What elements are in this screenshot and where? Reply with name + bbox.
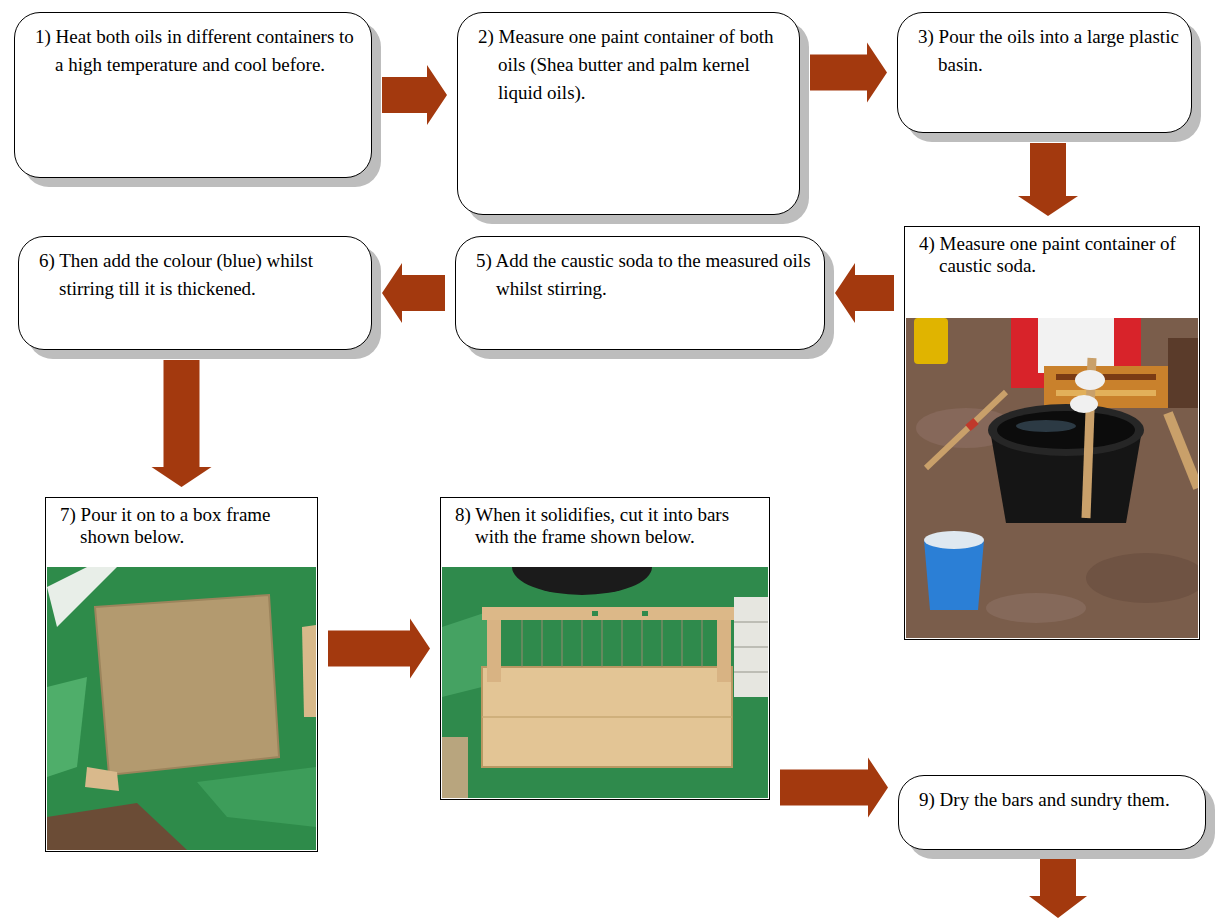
stirring-stick [1075, 370, 1105, 390]
loose-sticks [1168, 413, 1198, 488]
ground [986, 593, 1086, 623]
bucket [924, 531, 984, 610]
step-text: 2) Measure one paint container of both o… [458, 13, 799, 115]
step-text: 5) Add the caustic soda to the measured … [456, 237, 824, 311]
cutter-frame [482, 607, 737, 767]
soap-bars [734, 597, 768, 697]
step-text: 6) Then add the colour (blue) whilst sti… [19, 237, 371, 311]
process-box: 6) Then add the colour (blue) whilst sti… [18, 236, 372, 350]
loose-sticks [968, 421, 976, 428]
bar-cutter-photo [442, 567, 768, 798]
flow-arrow [382, 65, 447, 125]
step-text: 8) When it solidifies, cut it into bars … [441, 498, 769, 552]
plastic-sheet [47, 677, 87, 777]
basin [1016, 420, 1076, 432]
flow-arrow [835, 263, 894, 323]
wood-frame [85, 625, 316, 791]
cutter-frame [642, 611, 648, 616]
bucket [924, 540, 984, 610]
soap-bars [442, 737, 468, 798]
loose-sticks [926, 392, 1198, 488]
cutter-frame [522, 620, 702, 667]
step-panel: 7) Pour it on to a box frame shown below… [45, 497, 318, 852]
bucket [512, 567, 652, 595]
soap-mixing-photo [906, 318, 1198, 638]
flow-arrow [1018, 143, 1078, 216]
flow-arrow [780, 758, 888, 818]
flow-arrow [810, 43, 887, 103]
stirring-stick [1070, 395, 1098, 413]
step-text: 7) Pour it on to a box frame shown below… [46, 498, 317, 552]
loose-sticks [926, 392, 1006, 468]
flow-arrow [152, 360, 212, 487]
plastic-sheet [197, 767, 316, 827]
process-box: 9) Dry the bars and sundry them. [898, 775, 1206, 850]
process-box: 3) Pour the oils into a large plastic ba… [897, 12, 1192, 133]
flow-arrow [328, 619, 430, 679]
flow-arrow [382, 263, 445, 323]
person [1056, 374, 1156, 380]
jerrycan [914, 318, 948, 364]
soap-slab [95, 595, 279, 775]
soap-slab-photo [47, 567, 316, 850]
step-text: 3) Pour the oils into a large plastic ba… [898, 13, 1191, 87]
basin [988, 404, 1144, 523]
process-box: 5) Add the caustic soda to the measured … [455, 236, 825, 350]
person [1038, 318, 1114, 373]
person [1056, 390, 1156, 396]
soap-bars [734, 622, 768, 672]
person [1044, 366, 1168, 408]
continuation-arrow [1029, 858, 1087, 918]
jerrycan [914, 318, 948, 364]
process-box: 2) Measure one paint container of both o… [457, 12, 800, 215]
plastic-sheet [47, 567, 316, 850]
basin [997, 411, 1135, 449]
cutter-frame [592, 611, 598, 616]
person [1011, 318, 1198, 408]
ground [1086, 553, 1198, 603]
wood-frame [85, 767, 119, 791]
bucket [512, 567, 652, 595]
step-panel: 4) Measure one paint container of causti… [904, 226, 1200, 640]
ground [47, 803, 187, 850]
plastic-sheet [47, 567, 316, 850]
cutter-frame [482, 716, 732, 718]
continuation-arrow [1029, 858, 1087, 918]
ground [47, 803, 187, 850]
step-text: 1) Heat both oils in different container… [15, 13, 371, 87]
cutter-frame [482, 667, 732, 767]
step-panel: 8) When it solidifies, cut it into bars … [440, 497, 770, 800]
step-text: 9) Dry the bars and sundry them. [899, 776, 1205, 822]
ground [906, 318, 1198, 638]
soap-bars [442, 597, 768, 798]
plastic-sheet [442, 567, 768, 798]
wood-frame [302, 625, 316, 717]
bucket [924, 531, 984, 549]
stirring-stick [1070, 358, 1105, 518]
person [1168, 338, 1198, 408]
basin [988, 404, 1144, 456]
process-box: 1) Heat both oils in different container… [14, 12, 372, 178]
cutter-frame [482, 607, 737, 620]
step-text: 4) Measure one paint container of causti… [905, 227, 1199, 281]
soap-slab [95, 595, 279, 775]
plastic-sheet [442, 567, 768, 798]
